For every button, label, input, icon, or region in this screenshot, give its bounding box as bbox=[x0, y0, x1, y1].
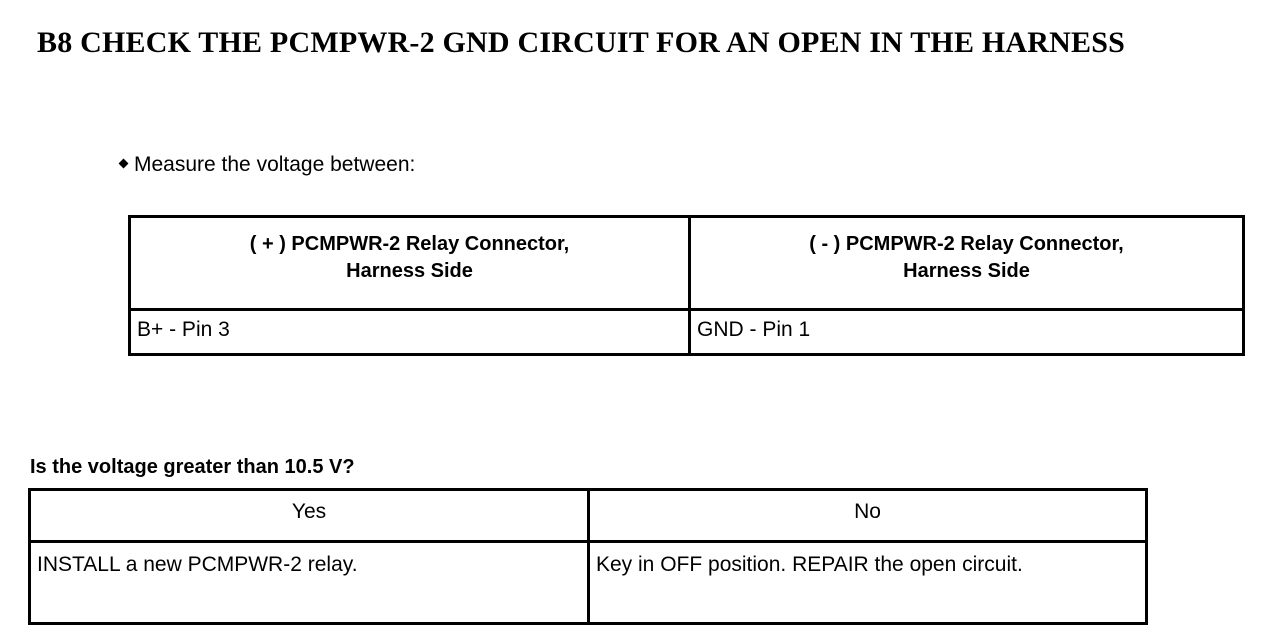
table-header-row: Yes No bbox=[28, 488, 1148, 543]
connector-header-positive-line1: ( + ) PCMPWR-2 Relay Connector, bbox=[249, 233, 570, 255]
connector-header-negative-line2: Harness Side bbox=[903, 260, 1030, 282]
connector-cell-negative: GND - Pin 1 bbox=[688, 308, 1245, 356]
table-row: INSTALL a new PCMPWR-2 relay. Key in OFF… bbox=[28, 540, 1148, 625]
connector-header-positive-line2: Harness Side bbox=[346, 260, 473, 282]
instruction-bullet-row: Measure the voltage between: bbox=[118, 152, 416, 178]
answer-header-yes: Yes bbox=[28, 488, 590, 543]
diamond-bullet-icon bbox=[118, 158, 129, 169]
instruction-bullet-text: Measure the voltage between: bbox=[134, 153, 416, 176]
page-title: B8 CHECK THE PCMPWR-2 GND CIRCUIT FOR AN… bbox=[37, 26, 1125, 59]
answer-cell-no: Key in OFF position. REPAIR the open cir… bbox=[587, 540, 1148, 625]
answer-header-no: No bbox=[587, 488, 1148, 543]
connector-header-negative-line1: ( - ) PCMPWR-2 Relay Connector, bbox=[809, 233, 1124, 255]
answer-decision-table: Yes No INSTALL a new PCMPWR-2 relay. Key… bbox=[28, 488, 1148, 625]
connector-cell-positive: B+ - Pin 3 bbox=[128, 308, 691, 356]
connector-header-positive: ( + ) PCMPWR-2 Relay Connector, Harness … bbox=[128, 215, 691, 311]
table-header-row: ( + ) PCMPWR-2 Relay Connector, Harness … bbox=[128, 215, 1245, 311]
connector-measurement-table: ( + ) PCMPWR-2 Relay Connector, Harness … bbox=[128, 215, 1245, 356]
answer-cell-yes: INSTALL a new PCMPWR-2 relay. bbox=[28, 540, 590, 625]
table-row: B+ - Pin 3 GND - Pin 1 bbox=[128, 308, 1245, 356]
decision-question: Is the voltage greater than 10.5 V? bbox=[30, 456, 355, 478]
connector-header-negative: ( - ) PCMPWR-2 Relay Connector, Harness … bbox=[688, 215, 1245, 311]
